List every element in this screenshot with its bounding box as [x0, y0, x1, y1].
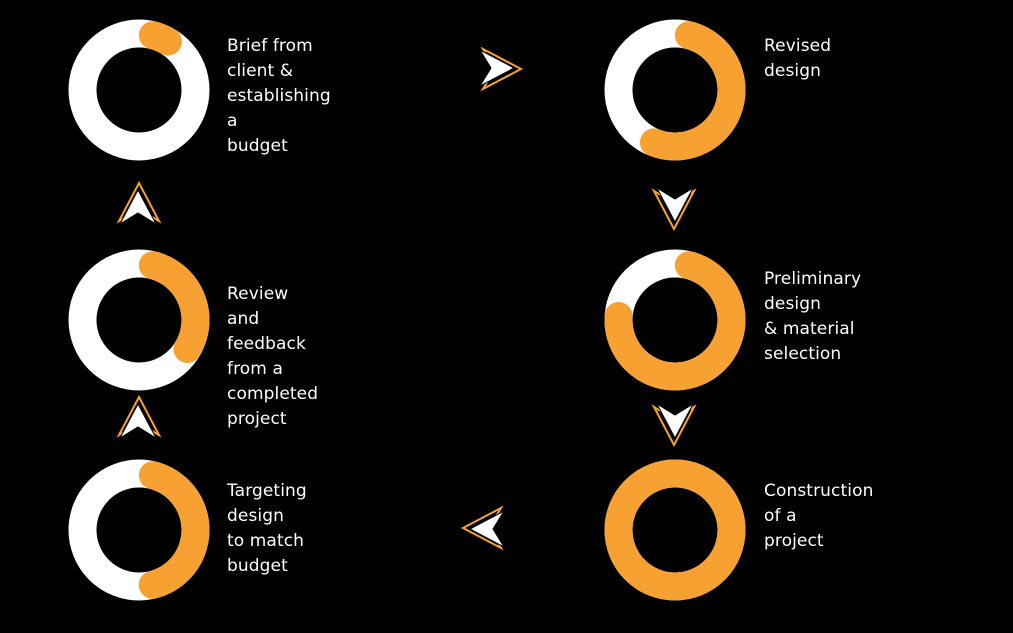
progress-ring — [604, 249, 746, 391]
ring-progress-arc — [604, 249, 746, 391]
progress-ring — [68, 19, 210, 161]
arrow-fill — [655, 402, 695, 440]
arrow-down-icon — [651, 398, 699, 448]
arrow-up-icon — [114, 394, 162, 444]
step-label: Revised design — [764, 36, 832, 81]
step-label: Brief from client & establishing a budge… — [227, 36, 331, 156]
step-label: Construction of a project — [764, 481, 874, 551]
arrow-right-icon — [474, 44, 524, 92]
ring-progress-arc — [604, 459, 746, 601]
arrow-fill — [118, 188, 158, 226]
arrow-fill — [118, 402, 158, 440]
arrow-up-icon — [114, 180, 162, 230]
progress-ring — [604, 459, 746, 601]
step-label: Targeting design to match budget — [227, 481, 307, 576]
ring-progress-arc — [68, 19, 210, 161]
ring-progress-arc — [604, 19, 746, 161]
progress-ring — [604, 19, 746, 161]
arrow-fill — [478, 48, 516, 88]
arrow-left-icon — [460, 505, 510, 553]
ring-progress-arc — [68, 249, 210, 391]
arrow-down-icon — [651, 182, 699, 232]
progress-ring — [68, 249, 210, 391]
ring-progress-arc — [68, 459, 210, 601]
step-label: Review and feedback from a completed pro… — [227, 284, 319, 429]
progress-ring — [68, 459, 210, 601]
arrow-fill — [468, 509, 506, 549]
arrow-fill — [655, 186, 695, 224]
step-label: Preliminary design & material selection — [764, 269, 862, 364]
